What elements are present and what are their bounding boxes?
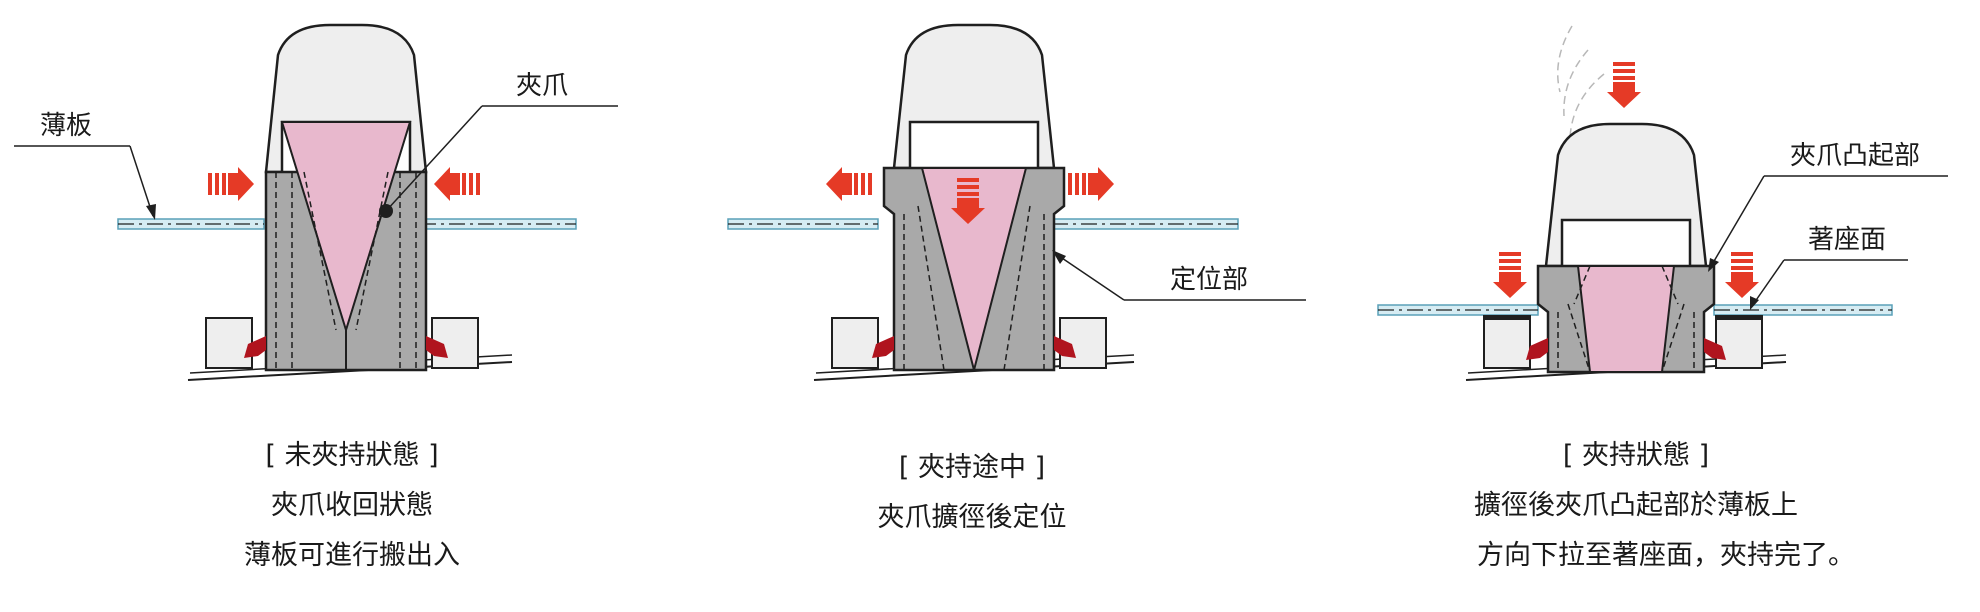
cap (892, 23, 1056, 170)
leader-arrowhead-icon (146, 204, 156, 220)
caption-unclamped: [ 未夾持狀態 ] 夾爪收回狀態 薄板可進行搬出入 (244, 440, 460, 571)
seal (1526, 338, 1548, 360)
panel-unclamped: 夾爪 薄板 (14, 23, 618, 381)
caption-title: [ 夾持狀態 ] (1563, 440, 1709, 471)
hidden-line (1567, 303, 1591, 373)
arrow-outward-icon (1068, 167, 1114, 201)
caption-title: [ 夾持途中 ] (899, 452, 1045, 483)
label-clamp-jaw: 夾爪 (516, 71, 568, 101)
seating-leader-line (1751, 259, 1785, 307)
label-thin-plate: 薄板 (40, 111, 92, 141)
locating-leader-line (1055, 253, 1125, 301)
caption-title: [ 未夾持狀態 ] (265, 440, 438, 471)
hidden-line (355, 171, 389, 331)
arrow-down-icon (1493, 252, 1527, 298)
base-block (1715, 315, 1763, 369)
hidden-line (917, 205, 945, 371)
arrow-inward-icon (208, 167, 254, 201)
seal (1054, 336, 1076, 358)
hidden-line (1573, 265, 1591, 305)
hidden-line (1661, 265, 1679, 305)
label-seating-surface: 著座面 (1808, 225, 1886, 255)
base-block (831, 317, 879, 369)
caption-line: 方向下拉至著座面，夾持完了。 (1477, 540, 1855, 571)
jaw-leader-line (385, 105, 483, 212)
arrow-outward-icon (826, 167, 872, 201)
leader-arrowhead-icon (1708, 258, 1719, 272)
motion-trace (1557, 25, 1573, 93)
clamp-cone (920, 167, 1028, 371)
hidden-line (1003, 205, 1031, 371)
caption-clamping: [ 夾持途中 ] 夾爪擴徑後定位 (878, 452, 1067, 533)
motion-trace (1569, 73, 1605, 139)
caption-line: 薄板可進行搬出入 (244, 540, 460, 571)
hidden-line (303, 171, 337, 331)
plate-leader-line (129, 145, 154, 217)
motion-trace (1563, 49, 1589, 117)
clamp-cone (280, 121, 412, 334)
base-block (1483, 315, 1531, 369)
leader-arrowhead-icon (1750, 296, 1759, 310)
arrow-inward-icon (434, 167, 480, 201)
arrow-down-icon (1607, 62, 1641, 108)
panel-clamping: 定位部 (727, 23, 1306, 381)
caption-line: 擴徑後夾爪凸起部於薄板上 (1474, 490, 1798, 521)
caption-line: 夾爪收回狀態 (271, 490, 433, 521)
leader-arrowhead-icon (1052, 250, 1066, 264)
seal (426, 336, 448, 358)
seal (1704, 338, 1726, 360)
clamp-cone (1576, 265, 1676, 373)
label-locating-part: 定位部 (1170, 265, 1248, 295)
caption-line: 夾爪擴徑後定位 (878, 502, 1067, 533)
caption-clamped: [ 夾持狀態 ] 擴徑後夾爪凸起部於薄板上 方向下拉至著座面，夾持完了。 (1474, 440, 1855, 571)
label-jaw-protrusion: 夾爪凸起部 (1790, 141, 1920, 171)
hidden-line (1661, 303, 1685, 373)
base-block (205, 317, 253, 369)
seal (872, 336, 894, 358)
panel-clamped: 夾爪凸起部 著座面 (1377, 25, 1948, 381)
protrusion-leader-line (1709, 175, 1765, 269)
seal (244, 336, 266, 358)
cap (1544, 122, 1708, 268)
arrow-down-icon (1725, 252, 1759, 298)
